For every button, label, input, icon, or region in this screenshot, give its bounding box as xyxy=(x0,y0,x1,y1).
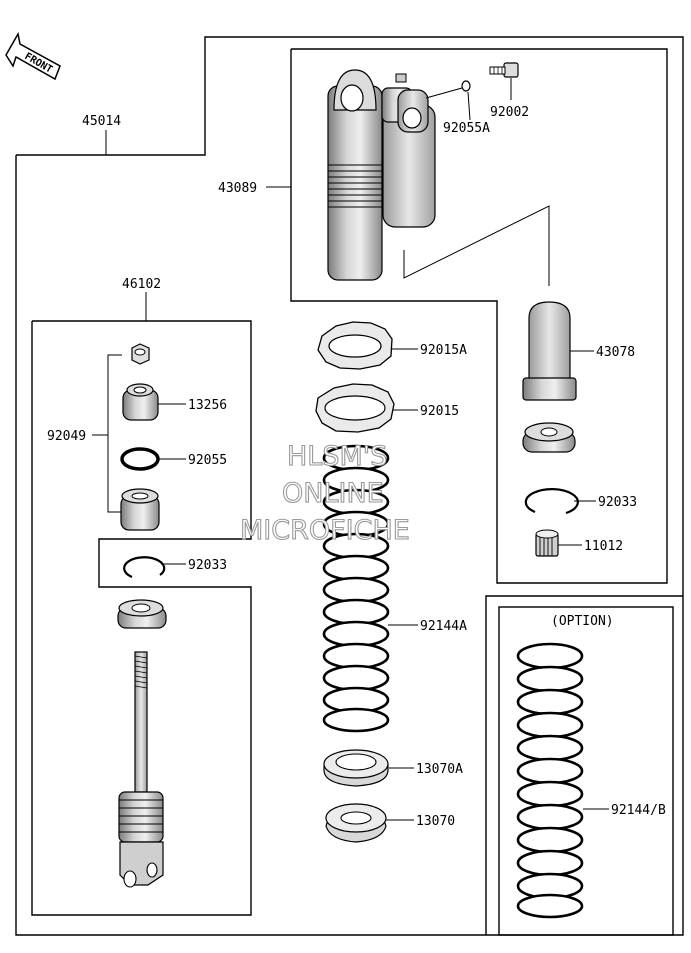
callout-45014: 45014 xyxy=(82,114,121,129)
bladder-43078-icon xyxy=(522,301,577,401)
damper-assy-box xyxy=(31,320,252,916)
callout-92033-left: 92033 xyxy=(188,558,227,573)
assembly-outline xyxy=(15,36,684,936)
main-spring-icon xyxy=(322,444,390,733)
reservoir-body xyxy=(327,69,436,281)
callout-11012: 11012 xyxy=(584,539,623,554)
reservoir-box xyxy=(290,48,668,584)
reservoir-cap-icon xyxy=(522,422,576,453)
callout-92015A: 92015A xyxy=(420,343,467,358)
option-box-outer xyxy=(485,595,683,935)
circlip-right-icon xyxy=(524,487,579,515)
callout-92033-right: 92033 xyxy=(598,495,637,510)
callout-13070A: 13070A xyxy=(416,762,463,777)
svg-text:MICROFICHE: MICROFICHE xyxy=(240,515,410,546)
option-spring-icon xyxy=(516,642,584,919)
front-arrow-icon: FRONT xyxy=(5,31,61,81)
callout-92002: 92002 xyxy=(490,105,529,120)
callout-43089: 43089 xyxy=(218,181,257,196)
callout-92055: 92055 xyxy=(188,453,227,468)
top-out-bushing-icon xyxy=(117,599,167,629)
seal-13256-icon xyxy=(122,383,159,421)
spring-nut-92015A-icon xyxy=(317,321,393,370)
watermark: HLSM'S ONLINE MICROFICHE xyxy=(239,440,410,546)
callout-46102: 46102 xyxy=(122,277,161,292)
callout-13070: 13070 xyxy=(416,814,455,829)
bushing-11012-icon xyxy=(535,529,559,557)
option-box xyxy=(498,606,674,936)
callout-92055A: 92055A xyxy=(443,121,490,136)
svg-text:ONLINE: ONLINE xyxy=(282,478,384,509)
option-label: (OPTION) xyxy=(551,614,614,629)
hex-nut-icon xyxy=(131,343,150,365)
callout-92049: 92049 xyxy=(47,429,86,444)
callout-92144B: 92144/B xyxy=(611,803,666,818)
svg-text:HLSM'S: HLSM'S xyxy=(287,441,387,472)
callout-43078: 43078 xyxy=(596,345,635,360)
circlip-left-icon xyxy=(123,556,166,579)
bolt-icon xyxy=(489,62,519,78)
oring-small-icon xyxy=(461,80,471,92)
seal-cap-icon xyxy=(120,488,160,531)
callout-92015: 92015 xyxy=(420,404,459,419)
oring-icon xyxy=(120,447,160,471)
callout-92144A: 92144A xyxy=(420,619,467,634)
spring-seat-13070A-icon xyxy=(323,749,389,787)
callout-13256: 13256 xyxy=(188,398,227,413)
spring-locknut-92015-icon xyxy=(315,383,395,433)
damper-rod-icon xyxy=(118,651,164,888)
spring-seat-13070-icon xyxy=(325,803,387,843)
